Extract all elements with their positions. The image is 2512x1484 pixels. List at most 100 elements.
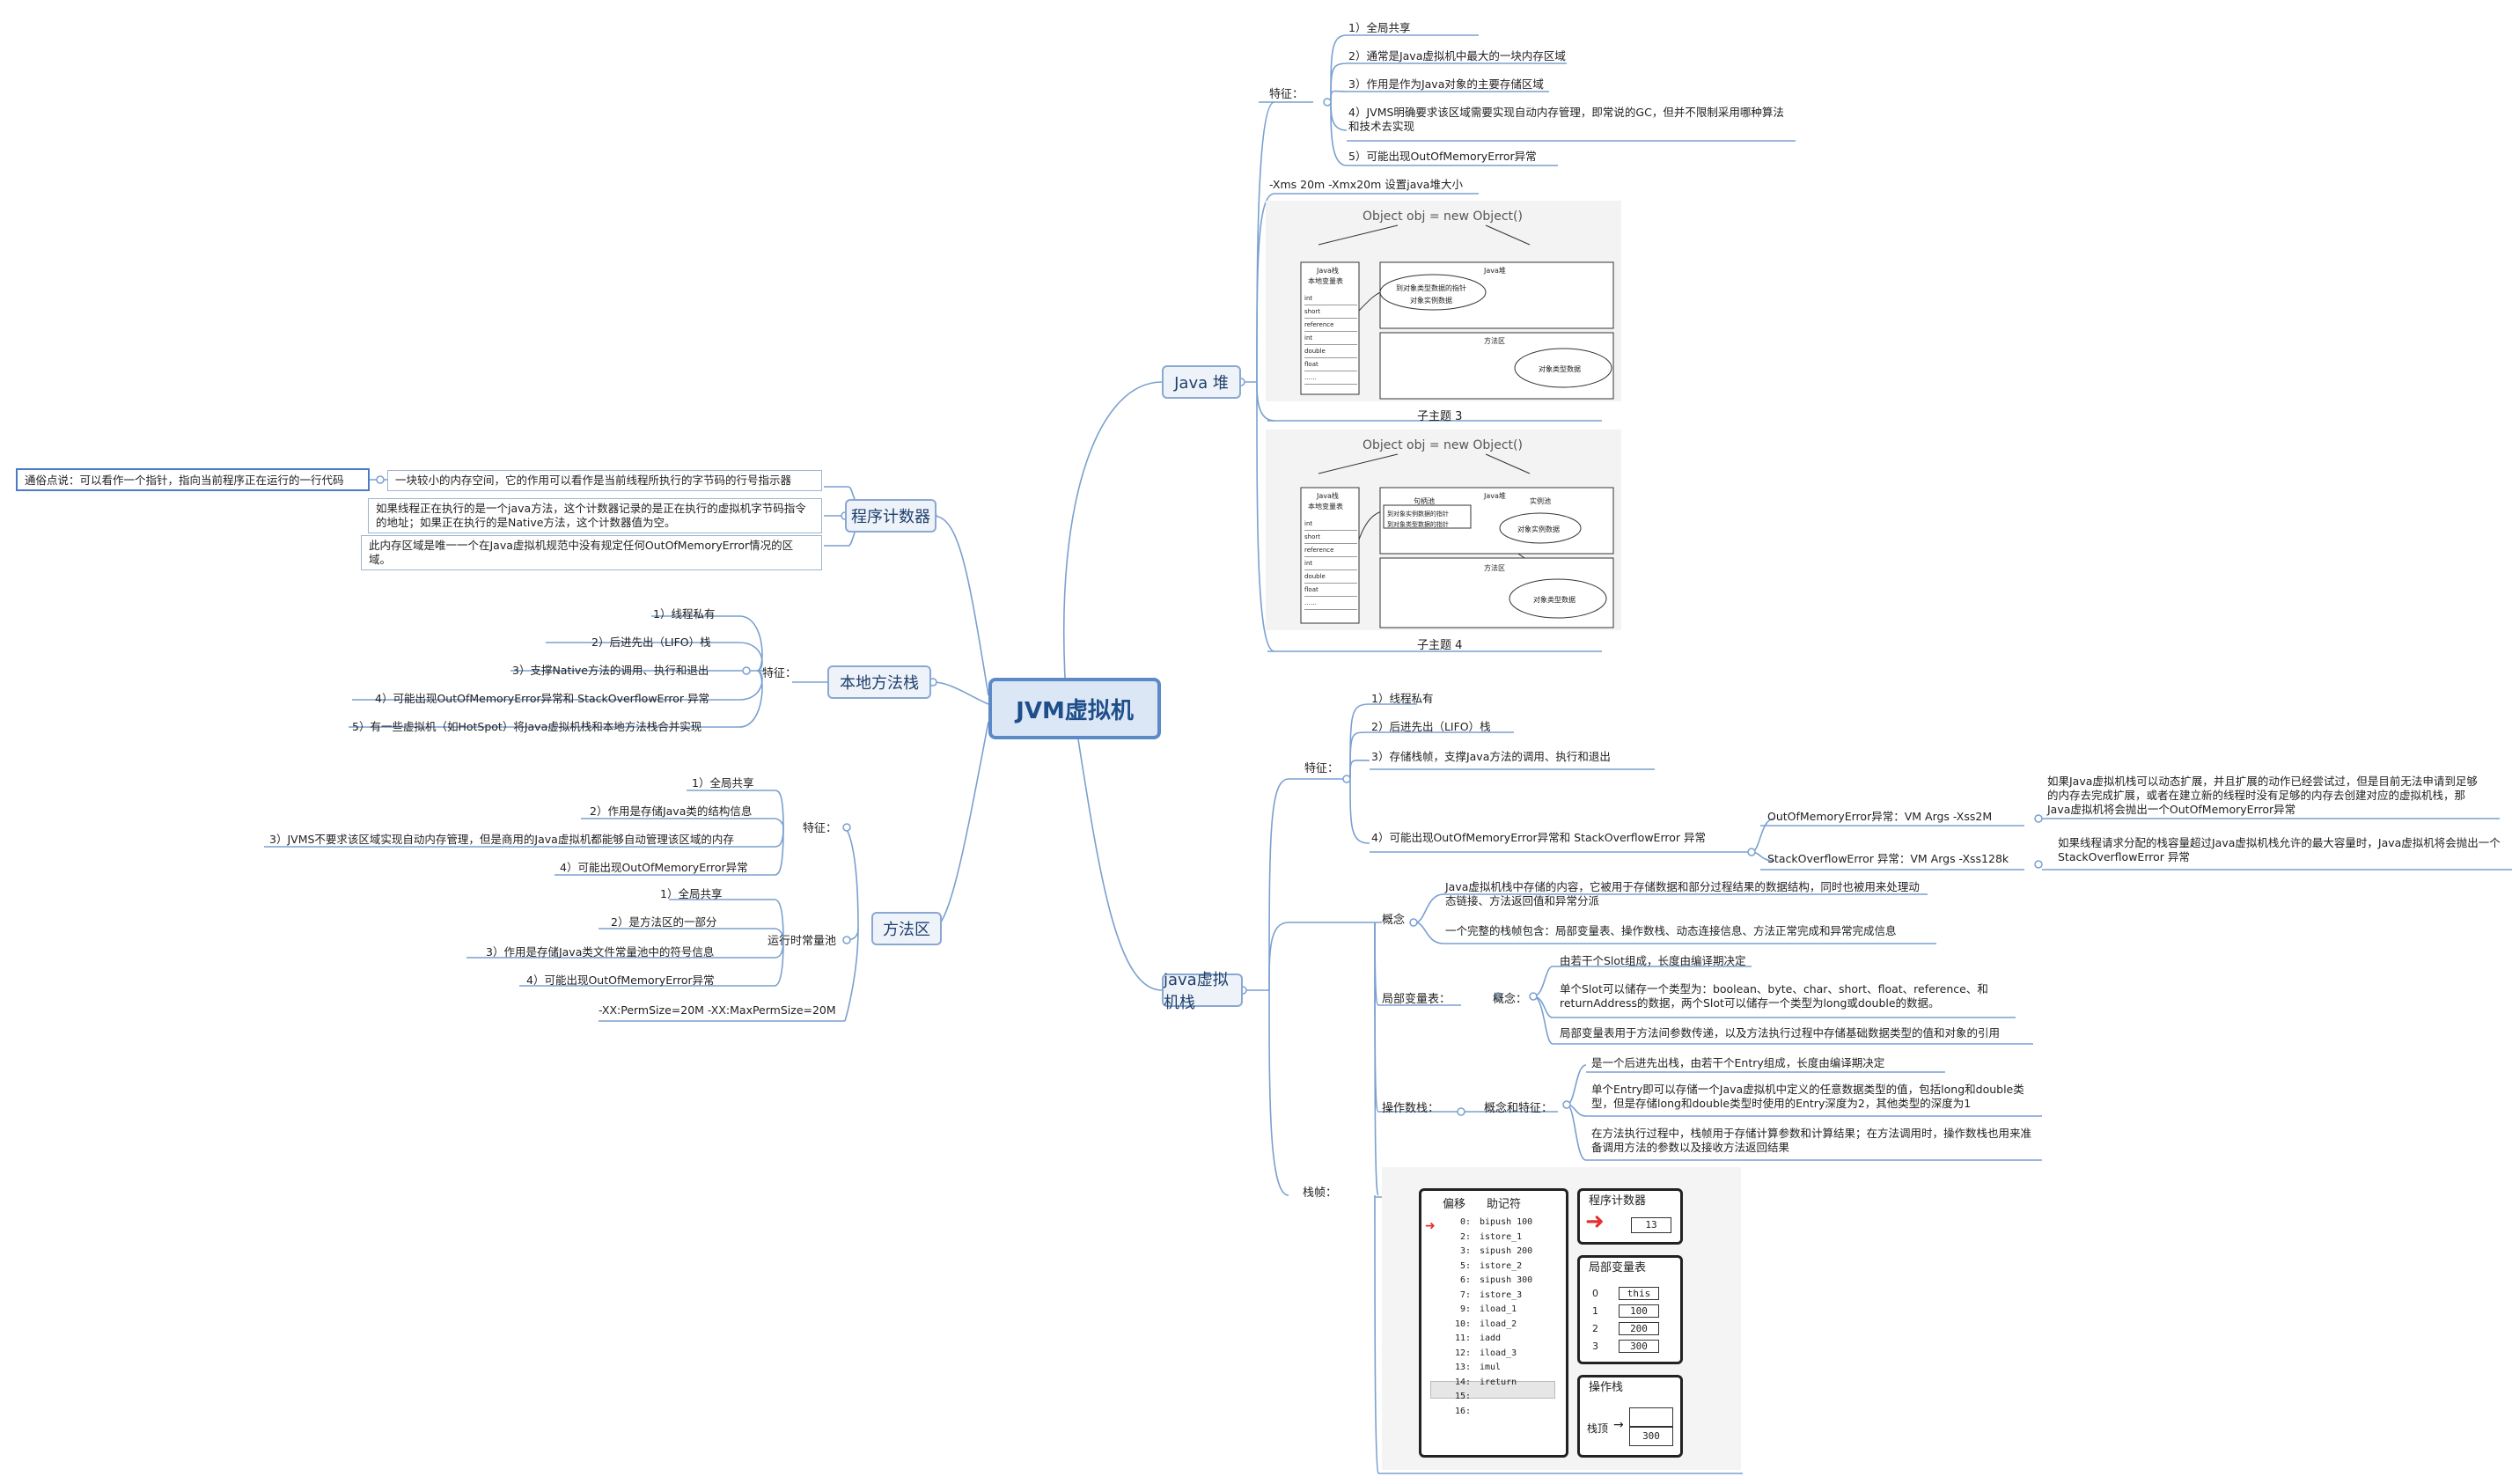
fig-heap-label: Java堆 bbox=[1484, 492, 1506, 500]
lv-value: this bbox=[1619, 1286, 1659, 1300]
bytecode-op: sipush 300 bbox=[1480, 1275, 1533, 1285]
lv-index: 2 bbox=[1592, 1322, 1598, 1334]
fig-type-label: 对象类型数据 bbox=[1539, 365, 1581, 373]
bytecode-row: 5:istore_2 bbox=[1439, 1261, 1532, 1276]
fig-var-row: int bbox=[1304, 332, 1357, 345]
heap-direct-pointer-figure: Object obj = new Object() Java栈 本地变量表 in… bbox=[1266, 201, 1621, 401]
bytecode-op: istore_2 bbox=[1480, 1260, 1523, 1271]
pc-note[interactable]: 通俗点说：可以看作一个指针，指向当前程序正在运行的一行代码 bbox=[16, 468, 370, 491]
os-empty-slot bbox=[1629, 1407, 1673, 1427]
fig-var-row: reference bbox=[1304, 544, 1357, 557]
fig-var-row: int bbox=[1304, 557, 1357, 570]
fig-stack-label: Java栈 bbox=[1317, 267, 1339, 275]
pc-item-1[interactable]: 一块较小的内存空间，它的作用可以看作是当前线程所执行的字节码的行号指示器 bbox=[387, 470, 822, 491]
pool-item-3: 3）作用是存储Java类文件常量池中的符号信息 bbox=[486, 945, 715, 959]
fig-heap-label: Java堆 bbox=[1484, 267, 1506, 275]
fig-method-label: 方法区 bbox=[1484, 564, 1505, 572]
perm-size-args: -XX:PermSize=20M -XX:MaxPermSize=20M bbox=[599, 1003, 836, 1017]
method-feature-1: 1）全局共享 bbox=[692, 776, 754, 790]
bytecode-row: 12: iload_3 bbox=[1439, 1348, 1532, 1363]
oom-description: 如果Java虚拟机栈可以动态扩展，并且扩展的动作已经尝试过，但是目前无法申请到足… bbox=[2047, 775, 2478, 816]
lv-slot: 3 300 bbox=[1592, 1337, 1659, 1355]
bytecode-op: istore_1 bbox=[1480, 1231, 1523, 1242]
bytecode-offset: 9: bbox=[1459, 1304, 1471, 1314]
offset-header: 偏移 bbox=[1443, 1198, 1466, 1211]
bytecode-offset: 12: bbox=[1454, 1348, 1471, 1358]
topic-jvm-stack[interactable]: java虚拟机栈 bbox=[1162, 971, 1243, 1012]
heap-feature-3: 3）作用是作为Java对象的主要存储区域 bbox=[1348, 77, 1544, 91]
local-2: 单个Slot可以储存一个类型为：boolean、byte、char、short、… bbox=[1560, 982, 1988, 1010]
heap-feature-2: 2）通常是Java虚拟机中最大的一块内存区域 bbox=[1348, 49, 1566, 62]
bytecode-op: sipush 200 bbox=[1480, 1246, 1533, 1256]
soe-description: 如果线程请求分配的栈容量超过Java虚拟机栈允许的最大容量时，Java虚拟机将会… bbox=[2058, 836, 2501, 863]
fig-ptr1-label: 到对象实例数据的指针 bbox=[1387, 511, 1449, 518]
fig-var-row: float bbox=[1304, 584, 1357, 597]
method-feature-3: 3）JVMS不要求该区域实现自动内存管理，但是商用的Java虚拟机都能够自动管理… bbox=[269, 833, 734, 846]
lv-value: 100 bbox=[1619, 1304, 1659, 1318]
bytecode-row: 16: bbox=[1439, 1407, 1532, 1422]
os-top-label: 栈顶 bbox=[1587, 1422, 1609, 1435]
bytecode-op: iload_1 bbox=[1480, 1304, 1517, 1314]
method-feature-4: 4）可能出现OutOfMemoryError异常 bbox=[560, 861, 748, 874]
figure-title: Object obj = new Object() bbox=[1363, 438, 1523, 452]
bytecode-offset: 7: bbox=[1459, 1289, 1471, 1300]
topic-method-area[interactable]: 方法区 bbox=[871, 912, 942, 945]
bytecode-row: 10:iload_2 bbox=[1439, 1319, 1532, 1334]
pc-red-arrow-icon: ➜ bbox=[1585, 1209, 1605, 1235]
fig-var-row: …… bbox=[1304, 371, 1357, 385]
fig-var-row: int bbox=[1304, 292, 1357, 305]
bytecode-offset: 2: bbox=[1459, 1231, 1471, 1242]
bytecode-row: 6:sipush 300 bbox=[1439, 1275, 1532, 1290]
lv-value: 300 bbox=[1619, 1339, 1659, 1353]
heap-feature-4: 4）JVMS明确要求该区域需要实现自动内存管理，即常说的GC，但并不限制采用哪种… bbox=[1348, 106, 1784, 133]
oom-args: OutOfMemoryError异常：VM Args -Xss2M bbox=[1767, 810, 1993, 823]
heap-size-args: -Xms 20m -Xmx20m 设置java堆大小 bbox=[1269, 178, 1463, 191]
concept-2: 一个完整的栈帧包含：局部变量表、操作数栈、动态连接信息、方法正常完成和异常完成信… bbox=[1445, 924, 1897, 937]
operand-2: 单个Entry即可以存储一个Java虚拟机中定义的任意数据类型的值，包括long… bbox=[1591, 1083, 2024, 1110]
topic-java-heap[interactable]: Java 堆 bbox=[1162, 365, 1241, 399]
fig-pool-label: 实例池 bbox=[1530, 497, 1551, 505]
lv-index: 3 bbox=[1592, 1340, 1598, 1352]
bytecode-row: 14:ireturn bbox=[1439, 1377, 1532, 1392]
lv-slot: 1 100 bbox=[1592, 1302, 1659, 1319]
concept-label: 概念 bbox=[1382, 914, 1406, 927]
soe-args: StackOverflowError 异常：VM Args -Xss128k bbox=[1767, 852, 2009, 865]
fig-ptr-label: 到对象类型数据的指针 bbox=[1396, 284, 1466, 292]
fig-var-row: int bbox=[1304, 518, 1357, 531]
pc-item-3[interactable]: 此内存区域是唯一一个在Java虚拟机规范中没有规定任何OutOfMemoryEr… bbox=[361, 535, 822, 570]
local-1: 由若干个Slot组成，长度由编译期决定 bbox=[1560, 954, 1746, 967]
bytecode-row: 13:imul bbox=[1439, 1363, 1532, 1377]
pc-item-2[interactable]: 如果线程正在执行的是一个java方法，这个计数器记录的是正在执行的虚拟机字节码指… bbox=[368, 498, 822, 533]
lv-index: 1 bbox=[1592, 1304, 1598, 1317]
figure-caption-3: 子主题 3 bbox=[1417, 410, 1463, 423]
figure-caption-4: 子主题 4 bbox=[1417, 639, 1463, 652]
fig-var-row: float bbox=[1304, 358, 1357, 371]
method-feature-label: 特征： bbox=[803, 822, 838, 835]
native-feature-2: 2）后进先出（LIFO）栈 bbox=[591, 635, 711, 649]
topic-native-stack[interactable]: 本地方法栈 bbox=[827, 665, 931, 699]
fig-var-row: double bbox=[1304, 570, 1357, 584]
bytecode-op: iload_3 bbox=[1480, 1348, 1517, 1358]
fig-var-row: …… bbox=[1304, 597, 1357, 610]
topic-program-counter[interactable]: 程序计数器 bbox=[845, 499, 936, 533]
operand-stack-panel: 操作栈 栈顶 → 300 bbox=[1577, 1375, 1683, 1458]
pc-panel: 程序计数器 ➜ 13 bbox=[1577, 1188, 1683, 1245]
local-3: 局部变量表用于方法间参数传递，以及方法执行过程中存储基础数据类型的值和对象的引用 bbox=[1560, 1026, 2001, 1040]
bytecode-op: iload_2 bbox=[1480, 1319, 1517, 1329]
fig-stack-label: Java栈 bbox=[1317, 492, 1339, 500]
bytecode-op: ireturn bbox=[1480, 1377, 1517, 1387]
fig-ptr2-label: 到对象类型数据的指针 bbox=[1387, 521, 1449, 528]
fig-var-row: short bbox=[1304, 531, 1357, 544]
mnemonic-header: 助记符 bbox=[1487, 1198, 1522, 1211]
figure-arrows bbox=[1300, 224, 1614, 400]
native-feature-4: 4）可能出现OutOfMemoryError异常和 StackOverflowE… bbox=[375, 692, 709, 705]
fig-type-label: 对象类型数据 bbox=[1533, 596, 1576, 604]
lv-index: 0 bbox=[1592, 1287, 1598, 1299]
root-topic[interactable]: JVM虚拟机 bbox=[988, 678, 1161, 739]
